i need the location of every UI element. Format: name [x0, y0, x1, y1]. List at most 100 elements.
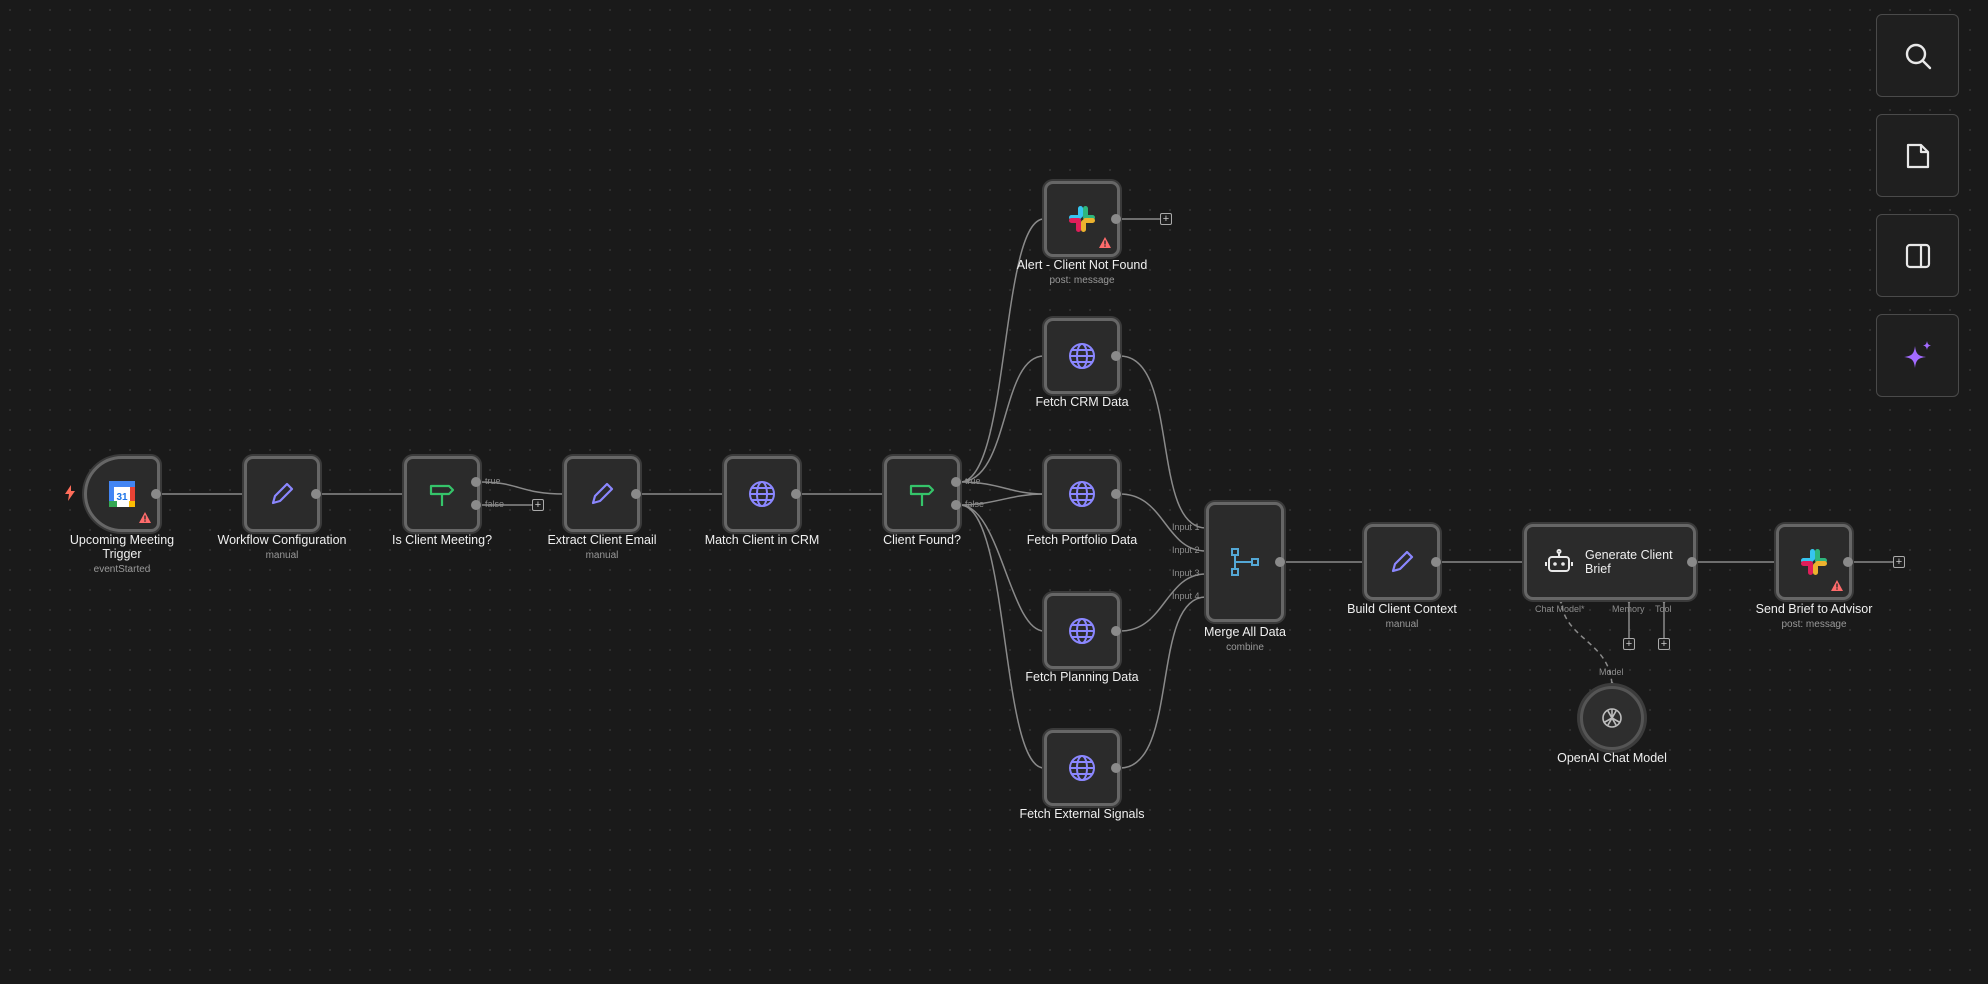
node-client-found[interactable] — [884, 456, 960, 532]
node-label: Upcoming Meeting Trigger — [69, 533, 175, 561]
slack-icon — [1801, 549, 1827, 575]
node-openai-chat-model[interactable] — [1580, 686, 1644, 750]
panel-toggle-icon — [1905, 243, 1930, 268]
output-handle-true[interactable] — [951, 477, 961, 487]
add-memory-plus-button[interactable]: + — [1623, 638, 1635, 650]
model-port-label: Model — [1599, 667, 1624, 677]
node-subtitle: eventStarted — [93, 564, 151, 575]
add-tool-plus-button[interactable]: + — [1658, 638, 1670, 650]
node-label: Send Brief to Advisor — [1755, 602, 1873, 616]
node-label: Fetch External Signals — [1019, 807, 1145, 821]
globe-icon — [1069, 343, 1095, 369]
add-node-plus-button[interactable]: + — [532, 499, 544, 511]
node-label: Alert - Client Not Found — [1016, 258, 1148, 272]
node-subtitle: manual — [265, 550, 299, 561]
node-send-brief-to-advisor[interactable] — [1776, 524, 1852, 600]
input-label: Input 3 — [1172, 568, 1200, 578]
output-handle[interactable] — [1111, 489, 1121, 499]
node-is-client-meeting[interactable] — [404, 456, 480, 532]
input-label: Input 4 — [1172, 591, 1200, 601]
output-handle[interactable] — [791, 489, 801, 499]
node-label: Fetch Portfolio Data — [1026, 533, 1138, 547]
globe-icon — [1069, 481, 1095, 507]
output-handle[interactable] — [1111, 626, 1121, 636]
node-label: Workflow Configuration — [217, 533, 347, 547]
output-true-label: true — [965, 476, 981, 486]
add-node-plus-button[interactable]: + — [1893, 556, 1905, 568]
search-nodes-button[interactable] — [1876, 14, 1959, 97]
node-label: Generate Client Brief — [1585, 548, 1673, 576]
slack-icon — [1069, 206, 1095, 232]
output-handle-false[interactable] — [951, 500, 961, 510]
node-subtitle: manual — [585, 550, 619, 561]
input-label: Input 1 — [1172, 522, 1200, 532]
edge-crm-merge — [1119, 355, 1207, 529]
node-merge-all-data[interactable] — [1206, 502, 1284, 622]
output-handle[interactable] — [1687, 557, 1697, 567]
output-handle[interactable] — [1843, 557, 1853, 567]
node-match-client-in-crm[interactable] — [724, 456, 800, 532]
output-handle-true[interactable] — [471, 477, 481, 487]
edge-planning-merge — [1119, 573, 1207, 632]
node-label: Match Client in CRM — [704, 533, 820, 547]
output-handle[interactable] — [1275, 557, 1285, 567]
node-build-client-context[interactable] — [1364, 524, 1440, 600]
node-label: OpenAI Chat Model — [1557, 751, 1667, 765]
add-node-plus-button[interactable]: + — [1160, 213, 1172, 225]
output-handle[interactable] — [1111, 351, 1121, 361]
pencil-icon — [1391, 550, 1414, 573]
output-handle-false[interactable] — [471, 500, 481, 510]
search-icon — [1905, 43, 1931, 69]
node-label: Fetch CRM Data — [1035, 395, 1129, 409]
node-label: Merge All Data — [1204, 625, 1286, 639]
output-handle[interactable] — [151, 489, 161, 499]
warning-icon — [1831, 580, 1843, 591]
output-handle[interactable] — [1111, 214, 1121, 224]
node-subtitle: post: message — [1781, 619, 1847, 630]
ai-assistant-button[interactable] — [1876, 314, 1959, 397]
output-handle[interactable] — [631, 489, 641, 499]
node-upcoming-meeting-trigger[interactable]: 31 — [84, 456, 160, 532]
chat-model-port-label: Chat Model* — [1535, 604, 1585, 614]
if-signpost-icon — [909, 484, 935, 506]
output-handle[interactable] — [1431, 557, 1441, 567]
google-calendar-icon: 31 — [109, 481, 135, 507]
memory-port-label: Memory — [1612, 604, 1645, 614]
toggle-panel-button[interactable] — [1876, 214, 1959, 297]
robot-icon — [1545, 549, 1573, 572]
ai-sparkle-icon — [1903, 340, 1931, 368]
output-false-label: false — [485, 499, 505, 509]
globe-icon — [749, 481, 775, 507]
edge-found-planning — [959, 504, 1045, 632]
warning-icon — [139, 512, 151, 523]
node-fetch-external-signals[interactable] — [1044, 730, 1120, 806]
node-fetch-planning-data[interactable] — [1044, 593, 1120, 669]
tool-port-label: Tool — [1655, 604, 1672, 614]
node-fetch-crm-data[interactable] — [1044, 318, 1120, 394]
output-true-label: true — [485, 476, 501, 486]
node-extract-client-email[interactable] — [564, 456, 640, 532]
pencil-icon — [591, 482, 614, 505]
node-label: Extract Client Email — [547, 533, 657, 547]
globe-icon — [1069, 618, 1095, 644]
output-handle[interactable] — [311, 489, 321, 499]
sticky-note-icon — [1906, 143, 1929, 168]
output-handle[interactable] — [1111, 763, 1121, 773]
node-workflow-configuration[interactable] — [244, 456, 320, 532]
node-alert-client-not-found[interactable] — [1044, 181, 1120, 257]
node-label: Build Client Context — [1347, 602, 1457, 616]
warning-icon — [1099, 237, 1111, 248]
node-generate-client-brief[interactable]: Generate Client Brief — [1524, 524, 1696, 600]
node-label: Is Client Meeting? — [391, 533, 493, 547]
node-fetch-portfolio-data[interactable] — [1044, 456, 1120, 532]
node-label: Client Found? — [883, 533, 961, 547]
add-sticky-note-button[interactable] — [1876, 114, 1959, 197]
if-signpost-icon — [429, 484, 455, 506]
svg-text:31: 31 — [116, 492, 128, 503]
node-subtitle: manual — [1385, 619, 1419, 630]
pencil-icon — [271, 482, 294, 505]
node-subtitle: combine — [1226, 642, 1264, 653]
output-false-label: false — [965, 499, 985, 509]
node-label: Fetch Planning Data — [1025, 670, 1139, 684]
